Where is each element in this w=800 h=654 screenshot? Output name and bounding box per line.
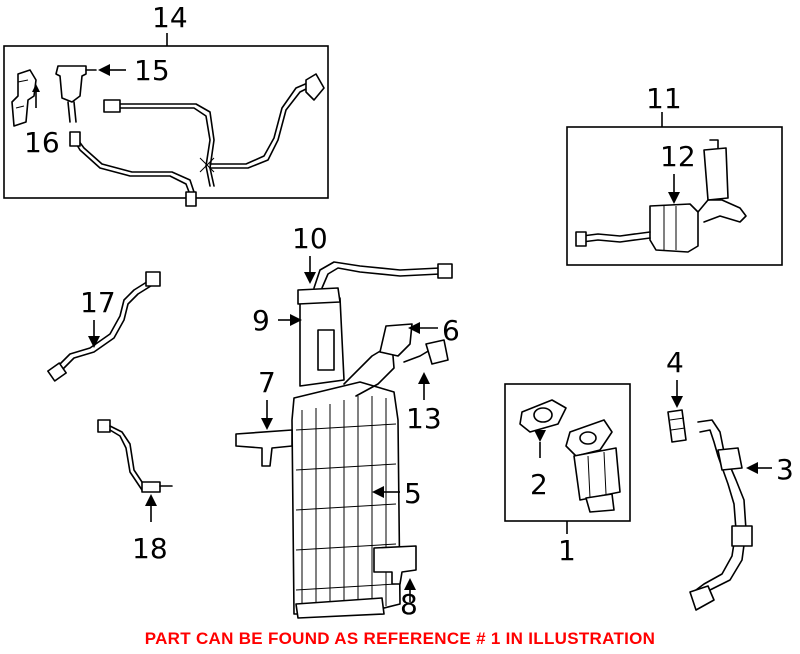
bracket-8 <box>373 545 417 585</box>
callout-2: 2 <box>530 468 548 501</box>
vacuum-pump-12 <box>649 203 699 253</box>
connector-18 <box>97 419 111 433</box>
arrow-18 <box>145 494 157 506</box>
hose-11 <box>581 231 651 237</box>
callout-8: 8 <box>400 588 418 621</box>
egr-valve-1 <box>573 447 621 501</box>
callout-9: 9 <box>252 304 270 337</box>
bracket-7 <box>235 429 293 467</box>
reference-notice: PART CAN BE FOUND AS REFERENCE # 1 IN IL… <box>145 629 656 648</box>
sensor-18 <box>141 481 161 493</box>
callout-10: 10 <box>292 222 328 255</box>
arrow-4 <box>671 396 683 408</box>
egr-valve-flange <box>565 419 613 457</box>
hose-14 <box>117 103 215 187</box>
canister-bracket <box>343 343 395 397</box>
callout-11: 11 <box>646 82 682 115</box>
callout-18: 18 <box>132 532 168 565</box>
arrow-2 <box>534 430 546 442</box>
callout-4: 4 <box>666 346 684 379</box>
callout-5: 5 <box>404 477 422 510</box>
callout-12: 12 <box>660 140 696 173</box>
arrow-17 <box>88 336 100 348</box>
bracket-16 <box>11 69 37 127</box>
arrow-3 <box>746 462 758 474</box>
vapor-canister-5 <box>291 381 401 615</box>
callout-1: 1 <box>558 534 576 567</box>
bracket-6 <box>379 323 413 357</box>
clamp-4 <box>667 409 687 443</box>
connector-17 <box>145 271 161 287</box>
arrow-15 <box>98 64 110 76</box>
sensor-wire-18 <box>109 425 147 489</box>
callout-3: 3 <box>776 453 794 486</box>
callout-17: 17 <box>80 286 116 319</box>
hose-16 <box>73 139 193 201</box>
gasket-2 <box>519 399 567 433</box>
callout-6: 6 <box>442 314 460 347</box>
arrow-10 <box>304 272 316 284</box>
arrow-6 <box>408 322 420 334</box>
callout-14: 14 <box>152 1 188 34</box>
hose-3 <box>697 419 747 597</box>
arrow-12 <box>668 192 680 204</box>
arrow-5 <box>372 486 384 498</box>
arrow-13 <box>418 372 430 384</box>
callout-7: 7 <box>258 366 276 399</box>
callout-13: 13 <box>406 402 442 435</box>
arrow-7 <box>261 418 273 430</box>
purge-valve-15 <box>55 65 87 103</box>
group-box-11 <box>566 126 783 266</box>
arrow-8 <box>404 578 416 590</box>
sensor-17 <box>47 362 67 382</box>
group-box-14 <box>3 45 329 199</box>
sensor-wire-17 <box>57 279 151 367</box>
arrow-9 <box>290 314 302 326</box>
fitting-9 <box>297 287 341 305</box>
arrow-16 <box>32 84 40 92</box>
vent-hose-10 <box>313 261 441 289</box>
callout-16: 16 <box>24 126 60 159</box>
callout-15: 15 <box>134 54 170 87</box>
